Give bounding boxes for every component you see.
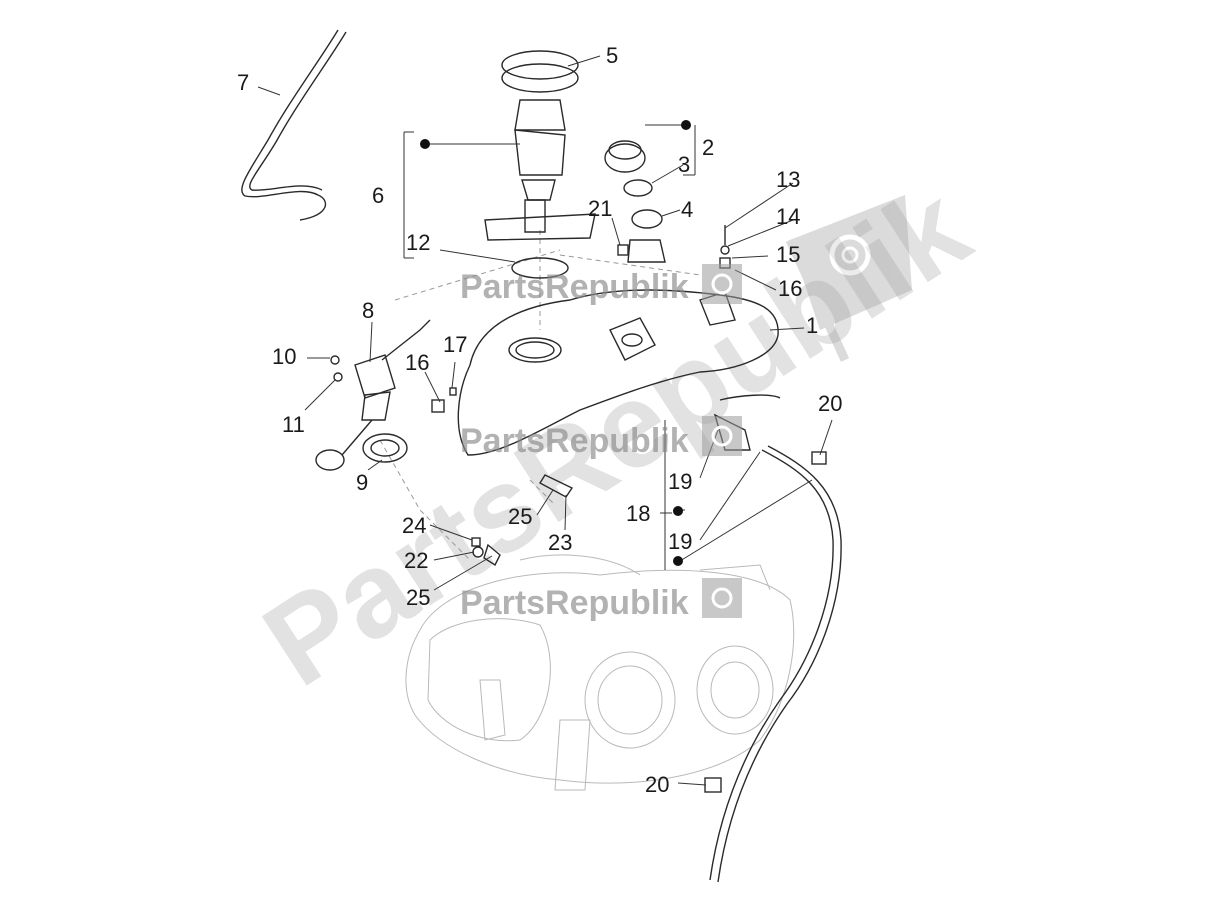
watermark-row-2: PartsRepublik [460,416,742,460]
watermark-row-3: PartsRepublik [460,578,742,622]
callout-9: 9 [356,470,368,495]
callout-14: 14 [776,204,800,229]
callout-10: 10 [272,344,296,369]
callout-8: 8 [362,298,374,323]
callout-20-lower: 20 [645,772,669,797]
assembly-dots [420,120,691,566]
callout-25-upper: 25 [508,504,532,529]
callout-6: 6 [372,183,384,208]
callout-18: 18 [626,501,650,526]
callout-12: 12 [406,230,430,255]
callout-19-upper: 19 [668,469,692,494]
gear-icon [702,578,742,618]
callout-16-left: 16 [405,350,429,375]
callout-23: 23 [548,530,572,555]
callout-22: 22 [404,548,428,573]
callout-2: 2 [702,135,714,160]
watermark-text-3: PartsRepublik [460,584,689,622]
watermark-text-1: PartsRepublik [460,268,689,306]
callout-24: 24 [402,513,426,538]
callout-3: 3 [678,152,690,177]
assembly-lines [379,230,701,561]
filler-cap [604,140,666,263]
callout-7: 7 [237,70,249,95]
callout-20-upper: 20 [818,391,842,416]
callout-11: 11 [282,412,305,437]
callout-17: 17 [443,332,467,357]
callout-25-lower: 25 [406,585,430,610]
fuel-level-sender [315,319,431,471]
callout-19-lower: 19 [668,529,692,554]
gear-icon [702,264,742,304]
gear-icon [702,416,742,456]
watermark-text-2: PartsRepublik [460,422,689,460]
hose-left [241,29,347,221]
callout-13: 13 [776,167,800,192]
callout-16-right: 16 [778,276,802,301]
callout-15: 15 [776,242,800,267]
drain-hose [704,394,842,883]
fuel-pump [484,50,596,241]
watermark-flag-icon [785,195,912,362]
callout-5: 5 [606,43,618,68]
callouts: 1 2 3 4 5 6 7 8 9 10 11 12 13 14 15 16 1… [237,43,842,797]
watermark-row-1: PartsRepublik [460,264,742,306]
fuel-tank [457,257,779,456]
callout-21: 21 [588,196,612,221]
callout-1: 1 [806,313,818,338]
engine-outline [405,554,795,791]
callout-4: 4 [681,197,693,222]
